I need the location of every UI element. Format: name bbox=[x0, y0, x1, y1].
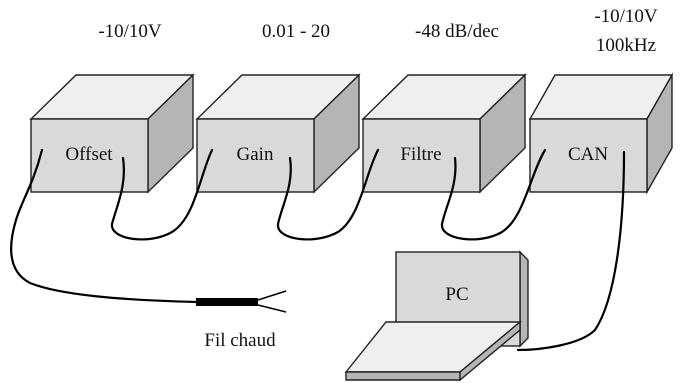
gain-spec: 0.01 - 20 bbox=[262, 21, 330, 42]
wire-offset-to-gain bbox=[110, 148, 214, 241]
offset-label: Offset bbox=[65, 144, 113, 165]
adc-spec-range: -10/10V bbox=[594, 6, 658, 27]
gain-label: Gain bbox=[237, 144, 274, 165]
pc-label: PC bbox=[445, 284, 468, 305]
offset-module: Offset bbox=[29, 73, 195, 194]
offset-spec: -10/10V bbox=[98, 21, 162, 42]
wire-filter-to-adc bbox=[440, 148, 547, 241]
wire-adc-to-pc bbox=[516, 150, 626, 352]
adc-module: CAN bbox=[528, 72, 674, 195]
filter-label: Filtre bbox=[400, 144, 441, 165]
filter-spec: -48 dB/dec bbox=[415, 21, 499, 42]
hot-wire-probe bbox=[196, 290, 287, 313]
adc-spec-rate: 100kHz bbox=[596, 35, 656, 56]
probe-label: Fil chaud bbox=[204, 330, 276, 351]
gain-module: Gain bbox=[195, 73, 361, 194]
pc-laptop: PC bbox=[344, 250, 529, 382]
filter-module: Filtre bbox=[361, 73, 527, 194]
adc-label: CAN bbox=[568, 144, 608, 165]
wire-gain-to-filter bbox=[276, 148, 380, 241]
wire-probe-to-offset bbox=[10, 148, 198, 304]
